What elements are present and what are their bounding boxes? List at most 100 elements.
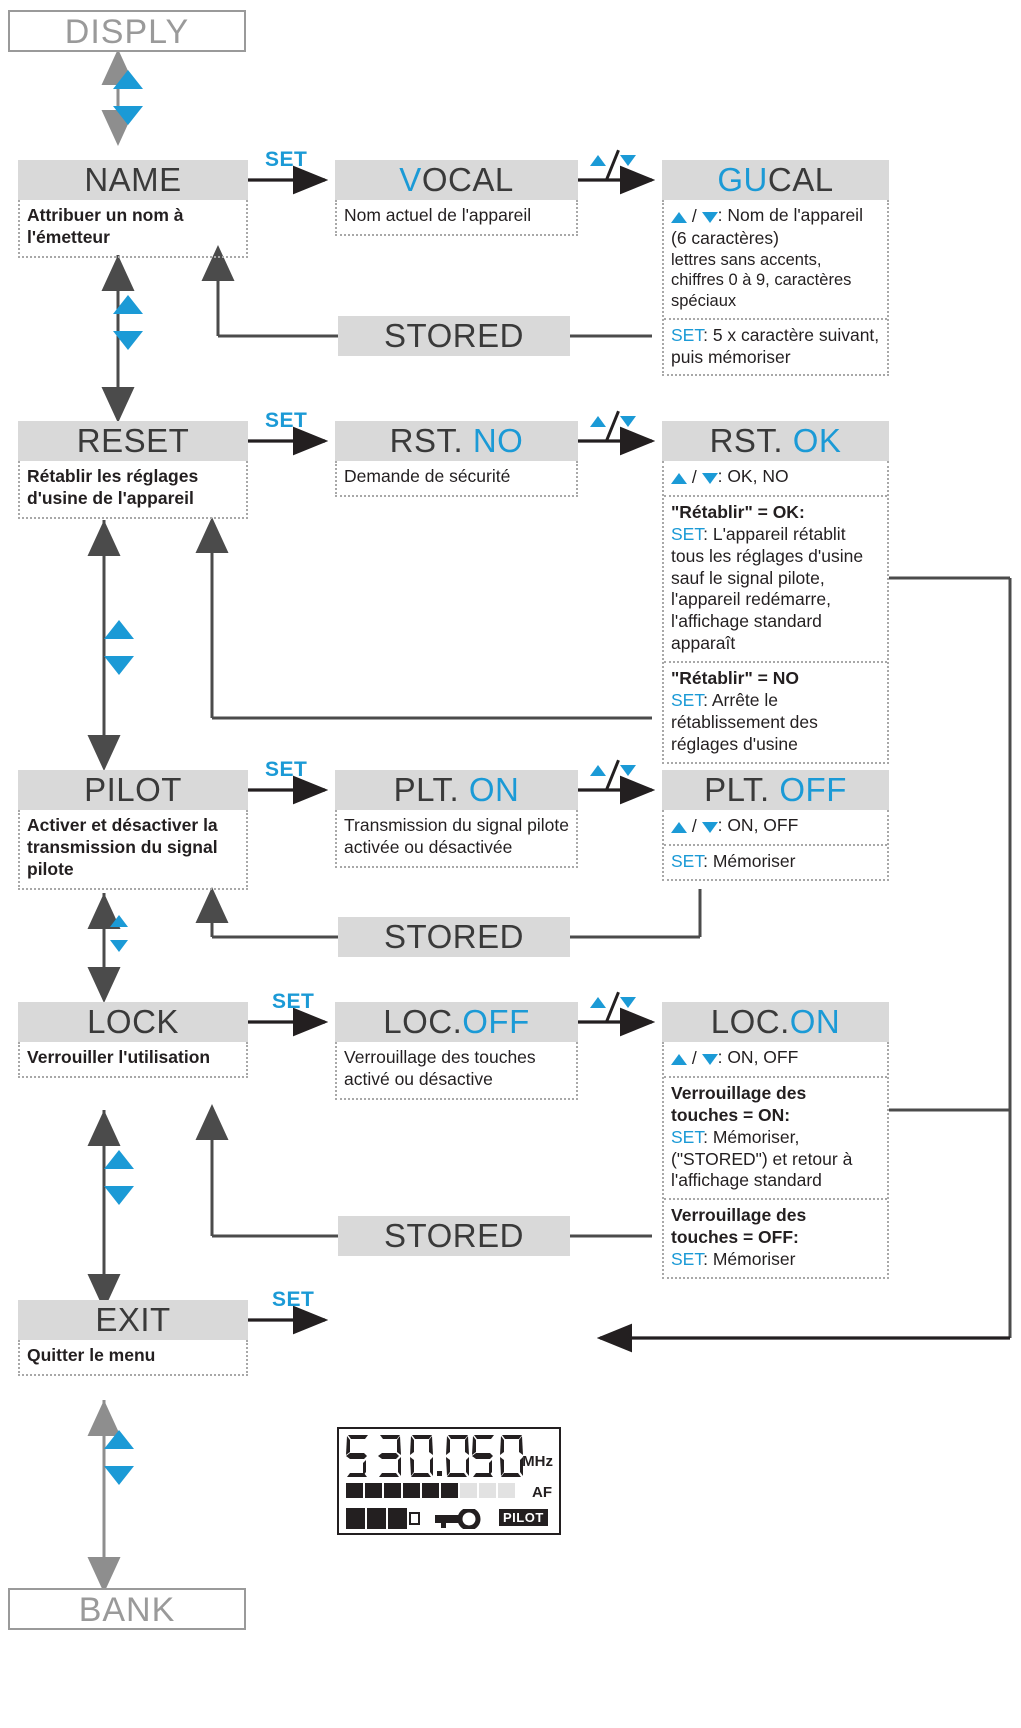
menu-item-lock[interactable]: LOCK Verrouiller l'utilisation <box>18 1002 248 1078</box>
lcd-char-rest: OCAL <box>421 161 514 198</box>
menu-item-lock-title: LOCK <box>18 1002 248 1042</box>
reset-options-text: : OK, NO <box>717 466 789 486</box>
lcd-frequency-row: MHz <box>339 1429 559 1481</box>
slash-separator <box>605 991 620 1023</box>
pilot-set-text: : Mémoriser <box>703 850 796 871</box>
menu-item-exit-title: EXIT <box>18 1300 248 1340</box>
menu-item-pilot[interactable]: PILOT Activer et désactiver la transmiss… <box>18 770 248 890</box>
reset-options-seg: / : OK, NO <box>664 461 887 497</box>
lcd-text-blue: ON <box>468 771 520 808</box>
slash-separator <box>605 759 620 791</box>
set-key-inline: SET <box>671 689 704 710</box>
state-pilot-edit-body: / : ON, OFF SET: Mémoriser <box>662 810 889 881</box>
lock-case-off-seg: Verrouillage des touches = OFF: SET: Mém… <box>664 1200 887 1277</box>
state-pilot-current[interactable]: PLT. ON Transmission du signal pilote ac… <box>335 770 578 868</box>
lcd-text-dark: PLT. <box>393 771 469 808</box>
state-name-current[interactable]: VOCAL Nom actuel de l'appareil <box>335 160 578 236</box>
menu-item-exit-desc: Quitter le menu <box>18 1340 248 1376</box>
set-key-inline: SET <box>671 324 704 345</box>
arrow-up-icon <box>113 295 143 314</box>
arrow-up-icon <box>671 1053 687 1065</box>
af-bar-segment <box>460 1483 477 1498</box>
menu-item-lock-desc: Verrouiller l'utilisation <box>18 1042 248 1078</box>
battery-cell <box>367 1508 386 1529</box>
terminal-display[interactable]: DISPLY <box>8 10 246 52</box>
state-pilot-current-title: PLT. ON <box>335 770 578 810</box>
state-reset-edit-title: RST. OK <box>662 421 889 461</box>
standard-display-lcd[interactable]: MHz AF <box>337 1427 561 1535</box>
state-reset-current[interactable]: RST. NO Demande de sécurité <box>335 421 578 497</box>
state-lock-current[interactable]: LOC.OFF Verrouillage des touches activé … <box>335 1002 578 1100</box>
name-edit-set-seg: SET: 5 x caractère suivant, puis mémoris… <box>664 320 887 375</box>
set-key-inline: SET <box>671 850 704 871</box>
menu-item-name[interactable]: NAME Attribuer un nom à l'émetteur <box>18 160 248 258</box>
lock-options-seg: / : ON, OFF <box>664 1042 887 1078</box>
arrow-down-icon <box>110 940 128 952</box>
lcd-char-blue: GU <box>717 161 768 198</box>
lcd-text-blue: ON <box>789 1003 841 1040</box>
up-down-inline-icons: / <box>671 816 718 838</box>
arrow-up-icon <box>671 821 687 833</box>
pilot-status-badge: PILOT <box>499 1509 548 1526</box>
af-bar-segment <box>346 1483 363 1498</box>
pilot-set-seg: SET: Mémoriser <box>664 846 887 879</box>
set-key-inline: SET <box>671 1126 704 1147</box>
reset-case-ok-text: : L'appareil rétablit tous les réglages … <box>671 523 864 654</box>
state-pilot-stored[interactable]: STORED <box>338 917 570 957</box>
lcd-af-row: AF <box>339 1481 559 1505</box>
menu-item-reset[interactable]: RESET Rétablir les réglages d'usine de l… <box>18 421 248 519</box>
state-name-edit[interactable]: GUCAL / : Nom de l'appareil (6 caractère… <box>662 160 889 377</box>
state-name-stored-title: STORED <box>338 316 570 356</box>
pilot-options-text: : ON, OFF <box>717 815 799 835</box>
arrow-down-icon <box>113 331 143 350</box>
name-edit-line1: : Nom de l'appareil <box>717 205 863 225</box>
up-down-inline-icons: / <box>671 467 718 489</box>
set-key-inline: SET <box>671 1249 704 1269</box>
af-bar-segment <box>422 1483 439 1498</box>
lock-case-on-text: : Mémoriser, ("STORED") et retour à l'af… <box>671 1126 853 1191</box>
lcd-text-dark: PLT. <box>704 771 780 808</box>
lcd-text-blue: OFF <box>462 1003 530 1040</box>
state-pilot-edit[interactable]: PLT. OFF / : ON, OFF SET: Mémoriser <box>662 770 889 881</box>
lcd-text-dark: RST. <box>709 422 793 459</box>
battery-icon <box>346 1508 420 1529</box>
arrow-up-icon <box>590 155 606 166</box>
reset-case-ok-seg: "Rétablir" = OK: SET: L'appareil rétabli… <box>664 497 887 663</box>
state-reset-current-title: RST. NO <box>335 421 578 461</box>
name-edit-line3: lettres sans accents, <box>671 250 822 269</box>
state-lock-edit-body: / : ON, OFF Verrouillage des touches = O… <box>662 1042 889 1279</box>
state-reset-edit[interactable]: RST. OK / : OK, NO "Rétablir" = OK: SET:… <box>662 421 889 764</box>
key-icon-svg <box>435 1507 481 1531</box>
name-edit-line4: chiffres 0 à 9, caractères <box>671 271 852 290</box>
state-lock-stored[interactable]: STORED <box>338 1216 570 1256</box>
state-pilot-current-desc: Transmission du signal pilote activée ou… <box>335 810 578 868</box>
set-key-inline: SET <box>671 523 704 544</box>
af-bar-segment <box>441 1483 458 1498</box>
terminal-bank[interactable]: BANK <box>8 1588 246 1630</box>
menu-item-name-desc: Attribuer un nom à l'émetteur <box>18 200 248 258</box>
lock-case-on-head1: Verrouillage des <box>671 1082 807 1103</box>
lcd-af-label: AF <box>532 1484 552 1501</box>
lcd-text-dark: RST. <box>389 422 473 459</box>
arrow-up-icon <box>110 915 128 927</box>
battery-cell <box>388 1508 407 1529</box>
lcd-text-dark: LOC. <box>383 1003 463 1040</box>
arrow-up-icon <box>671 211 687 223</box>
state-lock-edit[interactable]: LOC.ON / : ON, OFF Verrouillage des touc… <box>662 1002 889 1279</box>
seven-segment-frequency <box>345 1433 527 1484</box>
arrow-up-icon <box>104 620 134 639</box>
battery-tip <box>409 1512 420 1525</box>
state-name-stored[interactable]: STORED <box>338 316 570 356</box>
slash-separator <box>605 410 620 442</box>
arrow-up-icon <box>113 70 143 89</box>
arrow-down-icon <box>104 1466 134 1485</box>
menu-item-exit[interactable]: EXIT Quitter le menu <box>18 1300 248 1376</box>
arrow-up-icon <box>590 765 606 776</box>
key-icon <box>435 1507 487 1534</box>
set-key-label-lock: SET <box>272 990 315 1013</box>
menu-item-pilot-desc: Activer et désactiver la transmission du… <box>18 810 248 890</box>
state-name-current-desc: Nom actuel de l'appareil <box>335 200 578 236</box>
name-edit-line5: spéciaux <box>671 292 737 310</box>
lock-case-on-seg: Verrouillage des touches = ON: SET: Mémo… <box>664 1078 887 1201</box>
